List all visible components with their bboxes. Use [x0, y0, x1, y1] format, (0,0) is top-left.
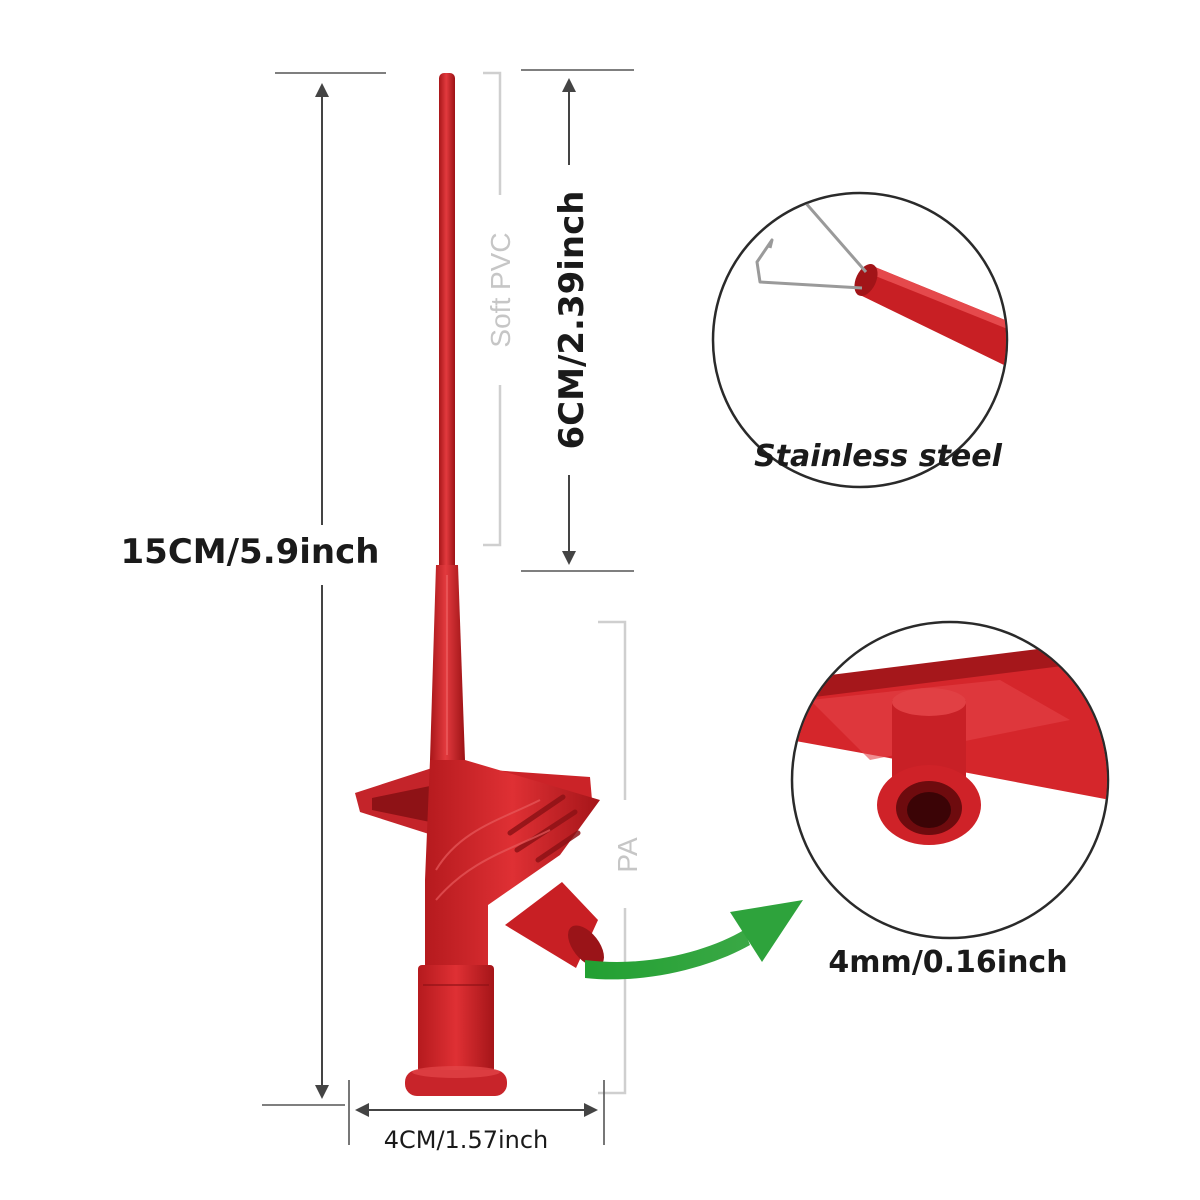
base-width-label: 4CM/1.57inch [384, 1126, 549, 1154]
tip-length-dimension: 6CM/2.39inch [521, 69, 634, 572]
probe-lower-sleeve [418, 965, 494, 1075]
probe-illustration [355, 73, 604, 1096]
pa-bracket: PA [598, 620, 643, 1095]
probe-body [425, 760, 600, 965]
total-length-dimension: 15CM/5.9inch [121, 72, 386, 1106]
hook-material-label: Stainless steel [754, 439, 1003, 474]
socket-size-label: 4mm/0.16inch [828, 945, 1067, 980]
hook-detail-callout: Stainless steel [711, 191, 1009, 489]
base-width-dimension: 4CM/1.57inch [348, 1080, 605, 1154]
socket-detail-callout: 4mm/0.16inch [790, 620, 1110, 980]
soft-pvc-label: Soft PVC [485, 232, 516, 347]
probe-shaft [439, 73, 455, 573]
tip-length-label: 6CM/2.39inch [552, 191, 592, 450]
pa-label: PA [612, 837, 643, 873]
hook-detail-circle [711, 191, 1009, 489]
soft-pvc-bracket: Soft PVC [483, 71, 516, 547]
curved-green-arrow-icon [585, 900, 803, 980]
hook-tube [860, 265, 1006, 368]
total-length-label: 15CM/5.9inch [121, 532, 380, 572]
